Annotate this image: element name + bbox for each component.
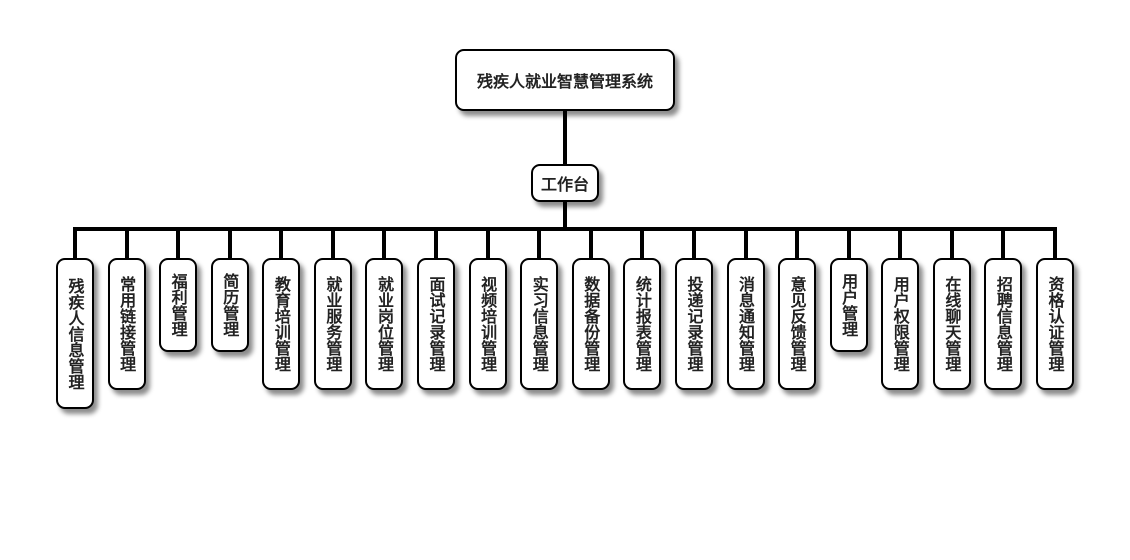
root-node: 残疾人就业智慧管理系统 <box>455 49 675 111</box>
connector-module <box>537 229 542 259</box>
module-node: 福利管理 <box>159 258 198 352</box>
module-node: 视频培训管理 <box>468 258 507 390</box>
module-node: 在线聊天管理 <box>932 258 971 390</box>
module-label: 残疾人信息管理 <box>65 277 85 390</box>
connector-bus <box>73 227 1057 231</box>
module-node: 招聘信息管理 <box>984 258 1023 390</box>
module-node: 消息通知管理 <box>726 258 765 390</box>
module-label: 在线聊天管理 <box>942 276 962 372</box>
connector-module <box>949 229 954 259</box>
connector-module <box>795 229 800 259</box>
module-label: 数据备份管理 <box>581 276 601 372</box>
connector-module <box>382 229 387 259</box>
module-node: 意见反馈管理 <box>778 258 817 390</box>
connector-module <box>434 229 439 259</box>
module-node: 面试记录管理 <box>417 258 456 390</box>
connector-module <box>124 229 129 259</box>
module-label: 用户管理 <box>839 273 859 337</box>
connector-module <box>73 229 77 259</box>
module-node: 数据备份管理 <box>571 258 610 390</box>
module-node: 实习信息管理 <box>520 258 559 390</box>
connector-module <box>846 229 851 259</box>
module-label: 教育培训管理 <box>271 276 291 372</box>
module-node: 统计报表管理 <box>623 258 662 390</box>
module-label: 福利管理 <box>168 273 188 337</box>
module-label: 招聘信息管理 <box>993 276 1013 372</box>
module-node: 资格认证管理 <box>1036 258 1074 390</box>
module-node: 用户权限管理 <box>881 258 920 390</box>
module-node: 就业服务管理 <box>313 258 352 390</box>
connector-module <box>691 229 696 259</box>
connector-module <box>640 229 645 259</box>
module-label: 视频培训管理 <box>478 276 498 372</box>
connector-root-hub <box>563 111 567 164</box>
module-label: 面试记录管理 <box>426 276 446 372</box>
connector-module <box>898 229 903 259</box>
root-label: 残疾人就业智慧管理系统 <box>476 72 653 91</box>
connector-module <box>743 229 748 259</box>
connector-module <box>227 229 232 259</box>
module-label: 常用链接管理 <box>117 276 137 372</box>
module-node: 就业岗位管理 <box>365 258 404 390</box>
module-label: 用户权限管理 <box>890 276 910 372</box>
module-label: 简历管理 <box>220 273 240 337</box>
connector-module <box>1001 229 1006 259</box>
module-node: 残疾人信息管理 <box>56 258 94 409</box>
module-label: 投递记录管理 <box>684 276 704 372</box>
module-node: 投递记录管理 <box>674 258 713 390</box>
module-label: 统计报表管理 <box>632 276 652 372</box>
module-label: 就业岗位管理 <box>374 276 394 372</box>
connector-module <box>176 229 181 259</box>
module-label: 意见反馈管理 <box>787 276 807 372</box>
connector-module <box>588 229 593 259</box>
connector-hub-bus <box>563 202 567 229</box>
module-label: 就业服务管理 <box>323 276 343 372</box>
module-node: 常用链接管理 <box>107 258 146 390</box>
module-label: 资格认证管理 <box>1045 276 1065 372</box>
hub-label: 工作台 <box>540 175 589 194</box>
module-node: 教育培训管理 <box>262 258 301 390</box>
connector-module <box>1053 229 1057 259</box>
connector-module <box>485 229 490 259</box>
module-node: 简历管理 <box>210 258 249 352</box>
module-label: 消息通知管理 <box>736 276 756 372</box>
connector-module <box>330 229 335 259</box>
module-label: 实习信息管理 <box>529 276 549 372</box>
connector-module <box>279 229 284 259</box>
module-node: 用户管理 <box>829 258 868 352</box>
hub-node-workbench: 工作台 <box>531 164 599 202</box>
